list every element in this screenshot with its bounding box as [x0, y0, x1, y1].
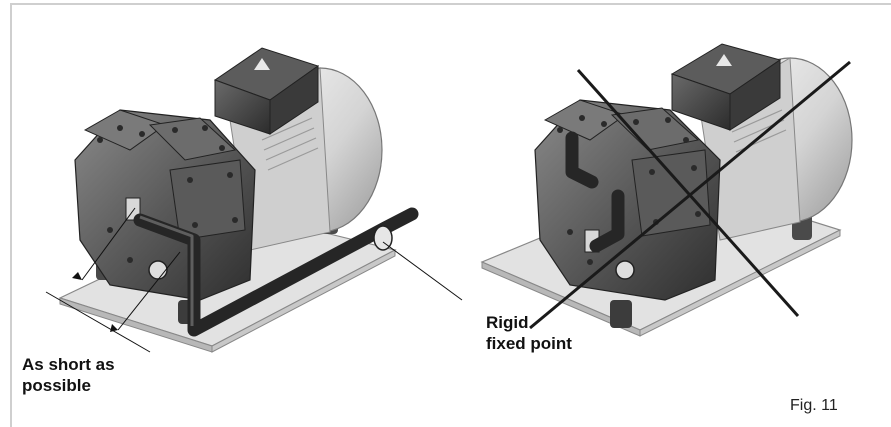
- compressor-body-left: [74, 109, 256, 301]
- terminal-box-side-right: [729, 59, 781, 131]
- label-rigid-line2: fixed point: [486, 334, 572, 353]
- dimension-arrow-a: [72, 272, 82, 280]
- label-rigid-fixed-point: Rigid fixed point: [486, 312, 572, 354]
- connection-flange-left: [125, 197, 141, 221]
- cylinder-head-left-b: [148, 117, 237, 161]
- base-plate-right-side: [639, 229, 841, 337]
- cross-line-2: [529, 60, 851, 330]
- frame-border-left: [10, 3, 12, 427]
- sight-glass-right: [615, 260, 635, 280]
- warning-triangle-left: [254, 58, 270, 70]
- compressor-incorrect: [480, 43, 853, 337]
- dimension-line-a: [81, 207, 136, 281]
- dimension-line-main: [45, 291, 151, 353]
- motor-fins-left: [261, 117, 319, 171]
- frame-border-top: [10, 3, 891, 5]
- compressor-correct: [45, 47, 463, 353]
- bolts-left: [97, 125, 238, 263]
- label-rigid-line1: Rigid: [486, 313, 529, 332]
- figure-caption: Fig. 11: [790, 397, 838, 414]
- sight-glass-left: [148, 260, 168, 280]
- dimension-arrow-b: [110, 324, 118, 332]
- compressor-body-right: [534, 99, 721, 301]
- base-plate-left-side: [211, 249, 396, 353]
- dimension-line-b: [117, 251, 181, 331]
- suction-pipe-left: [133, 207, 419, 337]
- cylinder-head-left-c: [169, 159, 246, 241]
- pipe-stub-lower: [589, 189, 625, 253]
- cylinder-head-right-c: [631, 149, 711, 237]
- pipe-clamp-left: [373, 225, 393, 251]
- terminal-box-side-left: [269, 65, 319, 135]
- pipe-stub-upper: [565, 131, 599, 189]
- cylinder-head-right-b: [610, 107, 700, 151]
- label-short-line2: possible: [22, 376, 91, 395]
- label-short-line1: As short as: [22, 355, 115, 374]
- clamp-leader-line: [382, 241, 463, 301]
- cross-line-1: [576, 69, 800, 317]
- label-as-short-as-possible: As short as possible: [22, 354, 115, 396]
- bolts-right: [557, 115, 701, 265]
- suction-pipe-left-highlight: [139, 215, 194, 326]
- warning-triangle-right: [716, 54, 732, 66]
- foot-right-1: [610, 300, 632, 328]
